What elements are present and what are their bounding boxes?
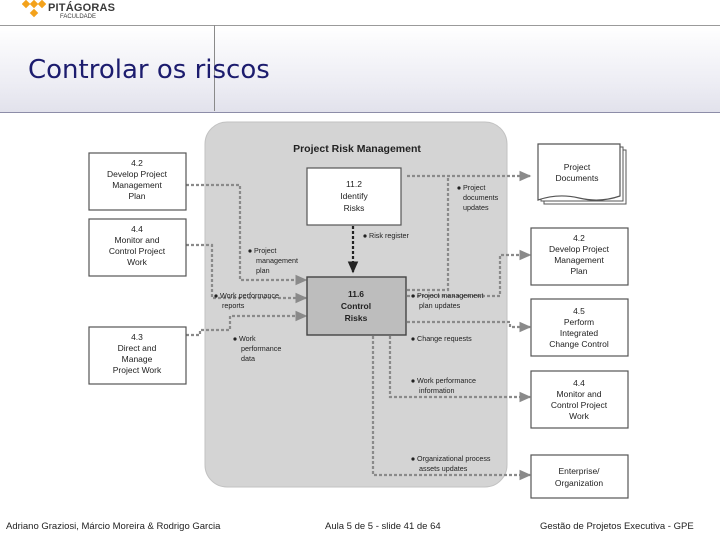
flow-work-performance-data xyxy=(186,310,308,337)
label-risk-register: Risk register xyxy=(369,231,410,240)
output-change-line0: 4.5 xyxy=(573,306,585,316)
output-change-line2: Integrated xyxy=(560,328,599,338)
input-develop-plan-line2: Management xyxy=(112,180,162,190)
input-box-develop-pm-plan xyxy=(88,152,187,211)
input-monitor-line3: Work xyxy=(127,257,147,267)
input-box-direct-manage xyxy=(88,326,187,385)
control-risks-line2: Risks xyxy=(345,313,368,323)
page-title: Controlar os riscos xyxy=(28,55,270,85)
output-monitor-line3: Work xyxy=(569,411,589,421)
output-project-documents-line1: Documents xyxy=(556,173,599,183)
logo-subtitle: FACULDADE xyxy=(60,14,97,20)
label-pm-plan-updates-1: plan updates xyxy=(419,301,461,310)
footer-course: Gestão de Projetos Executiva - GPE xyxy=(540,521,694,532)
label-change-requests: Change requests xyxy=(417,334,472,343)
footer-authors: Adriano Graziosi, Márcio Moreira & Rodri… xyxy=(6,521,221,532)
title-divider xyxy=(214,25,215,111)
input-box-monitor-control xyxy=(88,218,187,277)
output-box-monitor-control xyxy=(530,370,629,429)
input-direct-line0: 4.3 xyxy=(131,332,143,342)
label-pm-plan-updates-0: Project management xyxy=(417,291,483,300)
output-monitor-line1: Monitor and xyxy=(557,389,602,399)
input-develop-plan-line1: Develop Project xyxy=(107,169,168,179)
flow-opa-updates xyxy=(371,336,532,481)
input-develop-plan-line0: 4.2 xyxy=(131,158,143,168)
output-box-develop-pm-plan xyxy=(530,227,629,286)
flow-pm-plan-updates xyxy=(407,249,532,298)
logo: PITÁGORAS FACULDADE xyxy=(0,0,130,24)
process-box-identify-risks xyxy=(306,167,402,226)
output-box-project-documents xyxy=(537,143,627,205)
logo-name: PITÁGORAS xyxy=(48,2,116,14)
flow-pm-plan xyxy=(186,183,308,286)
diagram-title: Project Risk Management xyxy=(293,143,421,155)
input-direct-line1: Direct and xyxy=(118,343,157,353)
output-develop-plan-line1: Develop Project xyxy=(549,244,610,254)
title-band xyxy=(0,25,720,113)
output-enterprise-line0: Enterprise/ xyxy=(558,466,600,476)
output-develop-plan-line0: 4.2 xyxy=(573,233,585,243)
label-pm-plan-0: Project xyxy=(254,246,276,255)
identify-risks-line2: Risks xyxy=(344,203,365,213)
identify-risks-number: 11.2 xyxy=(346,179,362,189)
identify-risks-line1: Identify xyxy=(340,191,368,201)
output-monitor-line2: Control Project xyxy=(551,400,608,410)
label-work-performance-data-2: data xyxy=(241,354,255,363)
footer-slide-number: Aula 5 de 5 - slide 41 de 64 xyxy=(325,521,441,532)
control-risks-number: 11.6 xyxy=(348,289,364,299)
label-pm-plan-2: plan xyxy=(256,266,270,275)
input-monitor-line1: Monitor and xyxy=(115,235,160,245)
label-work-performance-info-1: information xyxy=(419,386,455,395)
input-monitor-line2: Control Project xyxy=(109,246,166,256)
flow-change-requests xyxy=(407,320,532,333)
label-work-performance-info-0: Work performance xyxy=(417,376,476,385)
output-develop-plan-line2: Management xyxy=(554,255,604,265)
output-change-line1: Perform xyxy=(564,317,594,327)
output-enterprise-line1: Organization xyxy=(555,478,603,488)
label-pm-plan-1: management xyxy=(256,256,298,265)
input-develop-plan-line3: Plan xyxy=(128,191,145,201)
control-risks-line1: Control xyxy=(341,301,371,311)
output-develop-plan-line3: Plan xyxy=(570,266,587,276)
logo-icon xyxy=(22,0,46,18)
label-project-documents-updates-1: documents xyxy=(463,193,499,202)
label-work-performance-reports-0: Work performance xyxy=(220,291,279,300)
output-box-enterprise-organization xyxy=(530,454,629,499)
label-opa-updates-0: Organizational process xyxy=(417,454,491,463)
output-box-perform-change-control xyxy=(530,298,629,357)
flow-project-documents xyxy=(407,176,450,292)
label-project-documents-updates-0: Project xyxy=(463,183,485,192)
output-change-line3: Change Control xyxy=(549,339,609,349)
label-opa-updates-1: assets updates xyxy=(419,464,468,473)
input-direct-line3: Project Work xyxy=(113,365,162,375)
process-box-control-risks xyxy=(306,276,407,336)
label-work-performance-data-1: performance xyxy=(241,344,281,353)
output-project-documents-line0: Project xyxy=(564,162,591,172)
input-direct-line2: Manage xyxy=(122,354,153,364)
label-work-performance-data-0: Work xyxy=(239,334,256,343)
input-monitor-line0: 4.4 xyxy=(131,224,143,234)
output-monitor-line0: 4.4 xyxy=(573,378,585,388)
label-work-performance-reports-1: reports xyxy=(222,301,245,310)
label-project-documents-updates-2: updates xyxy=(463,203,489,212)
flow-work-performance-reports xyxy=(186,243,308,304)
flow-work-performance-information xyxy=(388,336,532,403)
